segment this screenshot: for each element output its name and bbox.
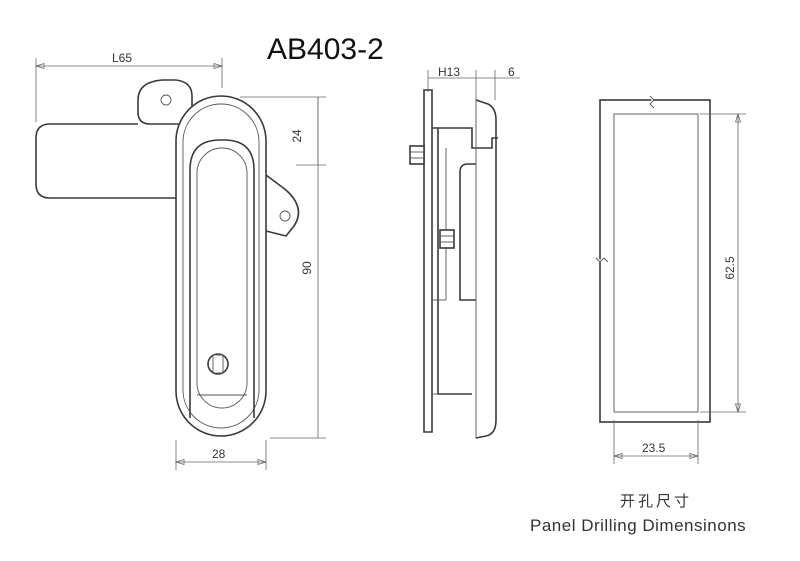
dim-depth-handle-label: H13 <box>438 65 460 79</box>
dim-heights <box>240 96 326 439</box>
bolt-icon <box>409 145 425 165</box>
dim-cutout-height <box>700 112 746 414</box>
product-title: AB403-2 <box>267 33 384 66</box>
side-view: H13 6 <box>409 65 520 439</box>
handle-body <box>175 95 267 437</box>
caption-english: Panel Drilling Dimensinons <box>530 516 746 535</box>
dim-depths <box>427 70 520 100</box>
keyhole-icon <box>207 353 229 375</box>
dim-depth-flange-label: 6 <box>508 65 515 79</box>
dim-width-top-label: L65 <box>112 51 132 65</box>
dim-width-top <box>34 58 224 122</box>
front-view: L65 24 90 <box>34 51 326 470</box>
dim-cutout-height-label: 62.5 <box>723 256 737 280</box>
lever-arm <box>35 79 300 237</box>
dim-width-bottom-label: 28 <box>212 447 226 461</box>
dim-height-upper-label: 24 <box>290 129 304 143</box>
dim-cutout-width <box>612 420 700 464</box>
cutout-view: 62.5 23.5 <box>595 95 746 464</box>
dim-width-bottom <box>174 440 268 470</box>
caption-chinese: 开孔尺寸 <box>620 492 692 510</box>
dim-cutout-width-label: 23.5 <box>642 441 666 455</box>
bolt-icon <box>439 229 455 249</box>
dim-height-total-label: 90 <box>300 261 314 275</box>
